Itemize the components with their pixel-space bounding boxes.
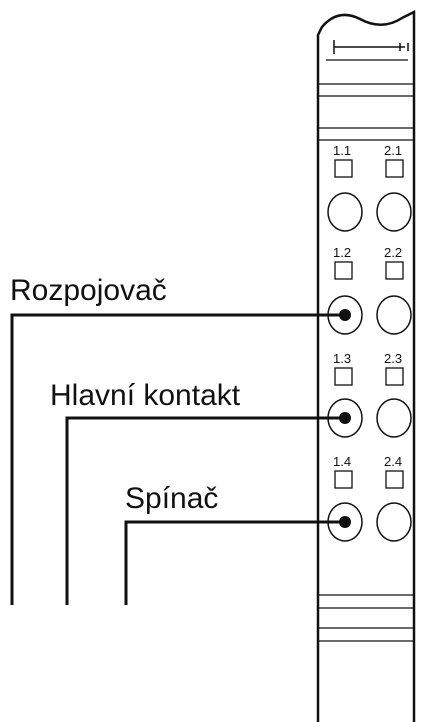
terminal-label-2-1: 2.1 — [384, 143, 402, 158]
terminal-screw-2-4 — [385, 470, 404, 489]
terminal-screw-2-2 — [385, 261, 404, 280]
callout-label-hlavni-kontakt: Hlavní kontakt — [50, 379, 241, 412]
callout-leader-spinac — [124, 520, 345, 605]
callout-spinac: Spínač — [124, 482, 351, 605]
callout-leader-hlavni-kontakt — [65, 416, 345, 605]
terminal-label-1-4: 1.4 — [333, 454, 351, 469]
terminal-screw-1-4 — [334, 470, 353, 489]
rail-symbol — [333, 40, 409, 54]
terminal-row-2: 1.2 2.2 — [327, 245, 412, 335]
terminal-screw-1-2 — [334, 261, 353, 280]
terminal-row-4: 1.4 2.4 — [327, 454, 412, 542]
terminal-label-1-2: 1.2 — [333, 245, 351, 260]
callout-dot-spinac — [339, 516, 351, 528]
terminal-screw-1-3 — [334, 367, 353, 386]
callout-dot-rozpojovac — [339, 309, 351, 321]
terminal-row-1: 1.1 2.1 — [327, 143, 412, 232]
terminal-label-1-1: 1.1 — [333, 143, 351, 158]
terminal-port-2-1 — [376, 192, 412, 232]
callout-leader-rozpojovac — [10, 313, 345, 605]
terminal-port-2-4 — [376, 502, 412, 542]
callout-label-rozpojovac: Rozpojovač — [10, 274, 167, 307]
callout-rozpojovac: Rozpojovač — [10, 274, 351, 605]
callout-dot-hlavni-kontakt — [339, 412, 351, 424]
terminal-port-2-3 — [376, 398, 412, 438]
terminal-screw-1-1 — [334, 159, 353, 178]
device-housing — [316, 9, 416, 722]
terminal-label-2-3: 2.3 — [384, 351, 402, 366]
terminal-screw-2-1 — [385, 159, 404, 178]
terminal-label-1-3: 1.3 — [333, 351, 351, 366]
terminal-row-3: 1.3 2.3 — [327, 351, 412, 438]
callout-hlavni-kontakt: Hlavní kontakt — [50, 379, 351, 605]
callout-label-spinac: Spínač — [125, 482, 218, 515]
terminal-label-2-2: 2.2 — [384, 245, 402, 260]
terminal-label-2-4: 2.4 — [384, 454, 402, 469]
terminal-screw-2-3 — [385, 367, 404, 386]
terminal-port-2-2 — [376, 295, 412, 335]
terminal-port-1-1 — [327, 192, 363, 232]
